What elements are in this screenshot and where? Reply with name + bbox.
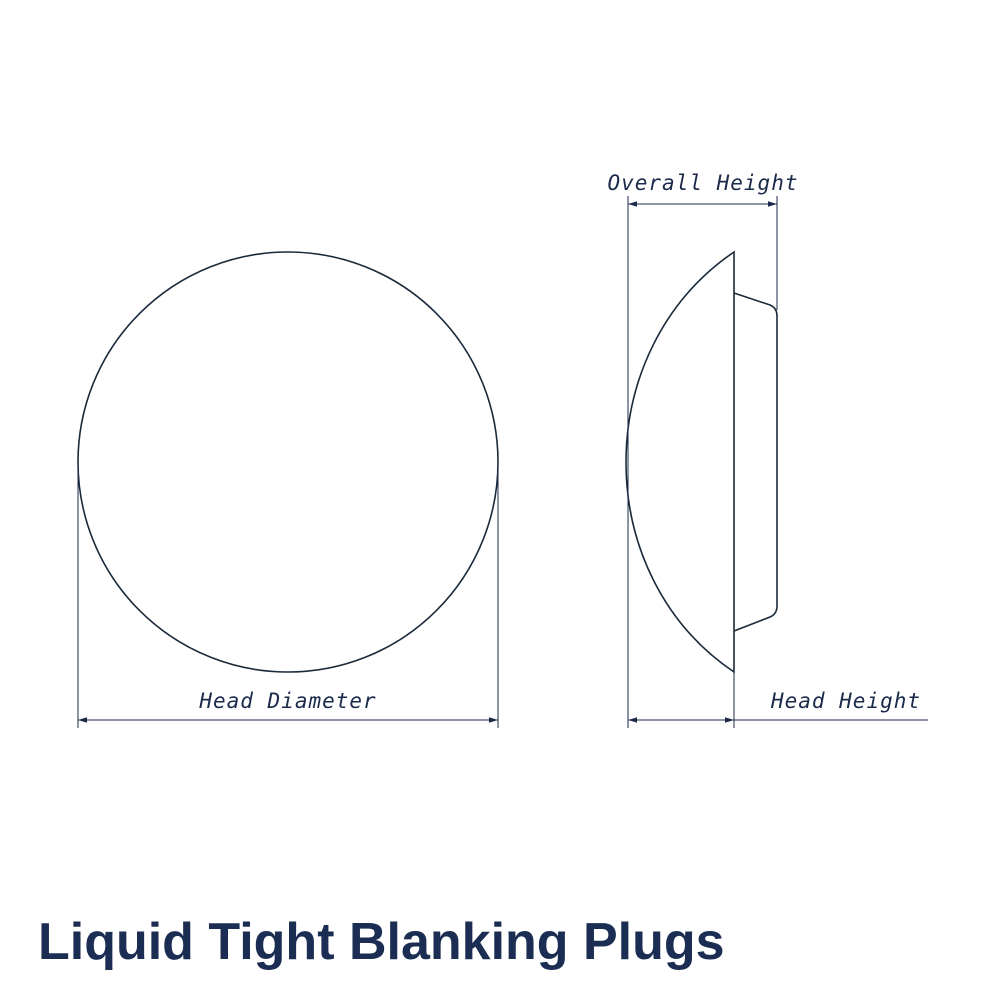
head-diameter-label: Head Diameter <box>198 689 376 713</box>
front-view <box>77 251 499 673</box>
plug-dome-icon <box>625 250 735 674</box>
side-view <box>625 250 778 674</box>
page-title: Liquid Tight Blanking Plugs <box>38 913 725 971</box>
head-height-dimension: Head Height <box>627 462 928 728</box>
overall-height-label: Overall Height <box>607 171 798 195</box>
overall-height-dimension: Overall Height <box>607 171 798 462</box>
plug-front-circle-icon <box>77 251 499 673</box>
head-diameter-dimension: Head Diameter <box>77 462 499 728</box>
head-height-label: Head Height <box>770 689 921 713</box>
plug-shank-outline <box>733 292 778 632</box>
